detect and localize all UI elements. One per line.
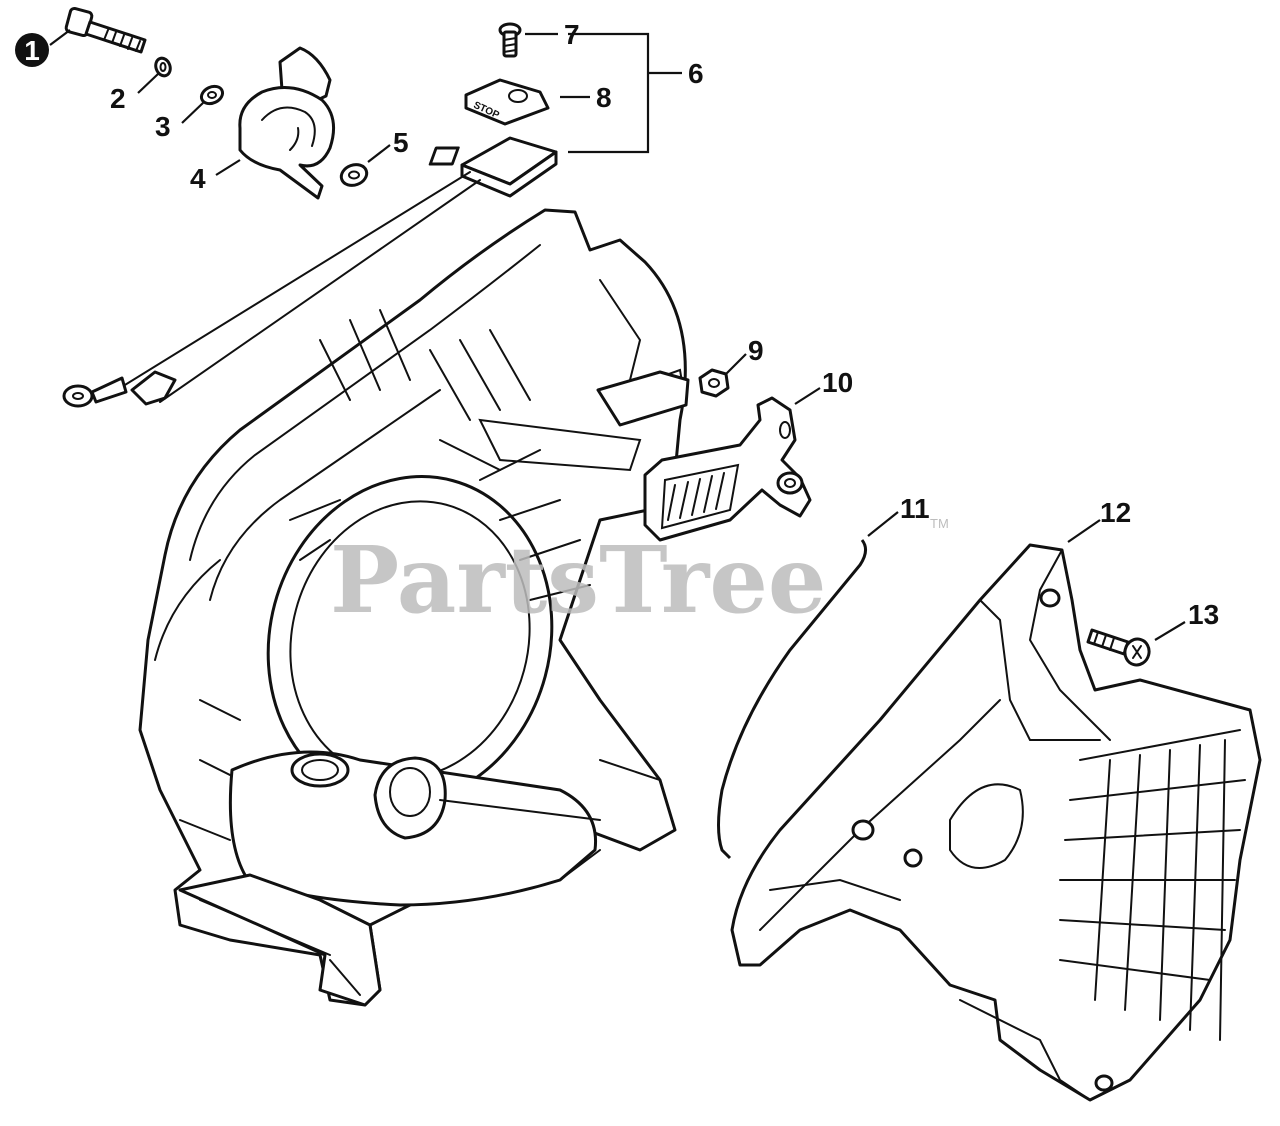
part-8-stop-plate[interactable]: STOP <box>464 78 550 126</box>
part-7-screw[interactable] <box>498 22 522 58</box>
part-9-nut[interactable] <box>698 368 730 398</box>
callout-11[interactable]: 11 <box>900 493 930 524</box>
callout-3[interactable]: 3 <box>155 111 171 142</box>
callout-13[interactable]: 13 <box>1188 599 1219 630</box>
callout-12[interactable]: 12 <box>1100 497 1131 528</box>
part-12-cover[interactable] <box>730 543 1262 1102</box>
callout-9[interactable]: 9 <box>748 335 764 366</box>
leader-lines <box>49 29 1186 641</box>
callout-labels: 1 2 3 4 5 6 7 8 9 10 11 12 13 <box>15 19 1219 630</box>
callout-10[interactable]: 10 <box>822 367 853 398</box>
callout-6[interactable]: 6 <box>688 58 704 89</box>
callout-1[interactable]: 1 <box>24 35 40 66</box>
callout-1-circle <box>15 33 49 67</box>
part-10-trigger[interactable] <box>643 396 812 542</box>
part-main-housing[interactable] <box>138 208 690 1007</box>
part-4-lever[interactable] <box>238 46 336 200</box>
part-11-rod[interactable] <box>717 539 867 860</box>
callout-7[interactable]: 7 <box>564 19 580 50</box>
part-6-stop-switch[interactable] <box>62 136 558 408</box>
watermark: PartsTree TM <box>330 516 949 634</box>
part-5-washer[interactable] <box>338 161 369 189</box>
part-1-bolt[interactable] <box>64 6 147 54</box>
callout-8[interactable]: 8 <box>596 82 612 113</box>
watermark-trademark: TM <box>930 516 949 531</box>
callout-5[interactable]: 5 <box>393 127 409 158</box>
callout-2[interactable]: 2 <box>110 83 126 114</box>
watermark-text: PartsTree <box>330 526 826 634</box>
part-13-screw[interactable] <box>1086 628 1152 668</box>
callout-4[interactable]: 4 <box>190 163 206 194</box>
part-2-washer[interactable] <box>153 56 172 78</box>
part-3-washer[interactable] <box>199 83 226 107</box>
